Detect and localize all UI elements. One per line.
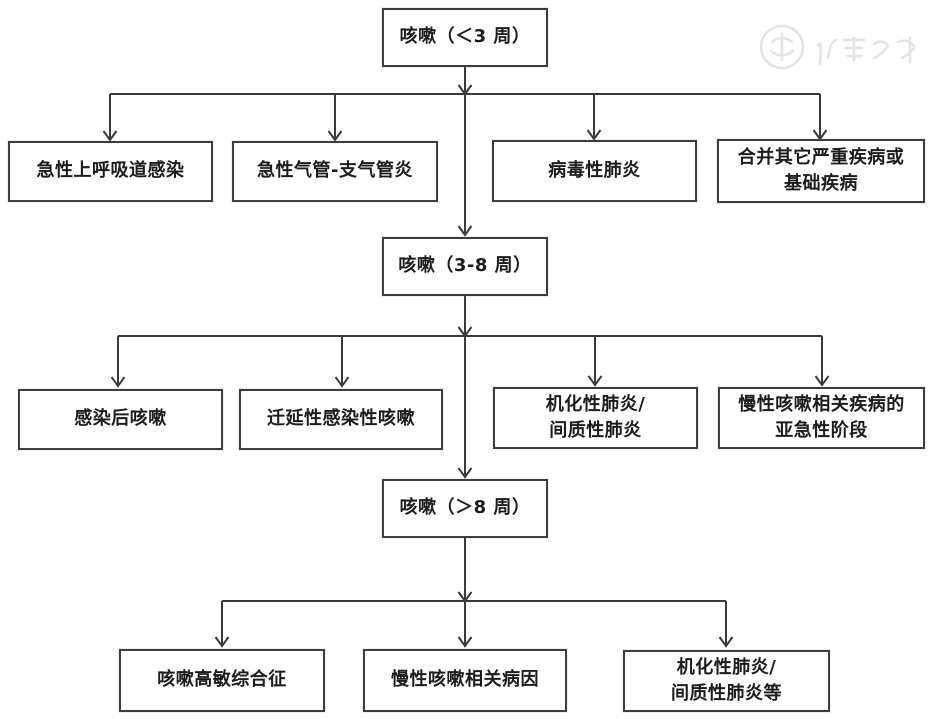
arrowhead xyxy=(586,129,602,141)
node-cough-lt-3w: 咳嗽（＜3 周） xyxy=(382,8,548,67)
arrowhead xyxy=(457,326,473,338)
arrowhead xyxy=(457,636,473,648)
node-comorbid-severe-disease: 合并其它严重疾病或 基础疾病 xyxy=(717,139,925,203)
arrowhead xyxy=(457,225,473,237)
arrowhead xyxy=(812,129,828,141)
node-organizing-interstitial-pneumonia-etc: 机化性肺炎/ 间质性肺炎等 xyxy=(623,650,830,712)
seal-circle xyxy=(759,24,805,70)
arrowhead xyxy=(718,636,734,648)
arrowhead xyxy=(214,636,230,648)
node-acute-tracheobronchitis: 急性气管-支气管炎 xyxy=(232,141,438,202)
node-protracted-infectious-cough: 迁延性感染性咳嗽 xyxy=(239,389,443,450)
arrowhead xyxy=(110,376,126,388)
node-viral-pneumonia: 病毒性肺炎 xyxy=(492,140,697,202)
arrowhead xyxy=(587,375,603,387)
node-post-infectious-cough: 感染后咳嗽 xyxy=(18,389,223,450)
arrowhead xyxy=(102,130,118,142)
arrowhead xyxy=(814,375,830,387)
calligraphy-stroke xyxy=(896,36,916,64)
calligraphy-stroke xyxy=(816,38,838,66)
arrowhead xyxy=(334,376,350,388)
arrowhead xyxy=(457,84,473,96)
node-cough-hypersensitivity-syndrome: 咳嗽高敏综合征 xyxy=(119,649,325,712)
watermark-seal xyxy=(759,24,916,70)
arrowhead xyxy=(327,130,343,142)
node-organizing-interstitial-pneumonia: 机化性肺炎/ 间质性肺炎 xyxy=(493,387,698,449)
arrowhead xyxy=(457,591,473,603)
calligraphy-stroke xyxy=(872,40,890,60)
seal-glyph xyxy=(769,32,795,62)
node-chronic-cough-related-causes: 慢性咳嗽相关病因 xyxy=(363,649,567,712)
arrowhead xyxy=(457,467,473,479)
node-chronic-cough-subacute-stage: 慢性咳嗽相关疾病的 亚急性阶段 xyxy=(718,387,925,449)
calligraphy-stroke xyxy=(842,36,866,62)
node-cough-3-8w: 咳嗽（3-8 周） xyxy=(382,237,548,296)
node-acute-upper-respiratory-infection: 急性上呼吸道感染 xyxy=(8,141,213,202)
node-cough-gt-8w: 咳嗽（＞8 周） xyxy=(382,479,548,538)
